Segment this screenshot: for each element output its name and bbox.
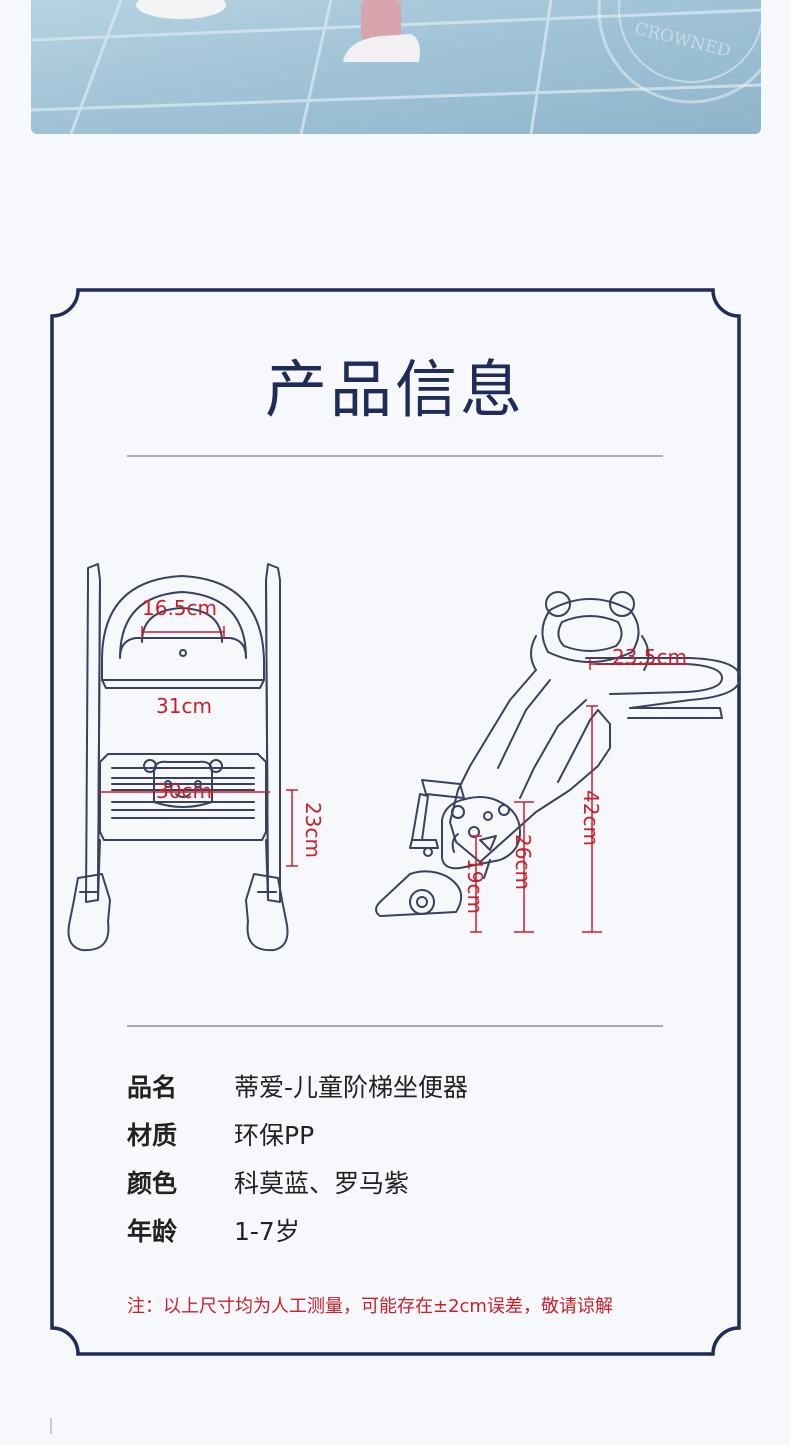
- left-foot-pad: [136, 0, 226, 19]
- dim-label-seat-width: 31cm: [156, 694, 212, 718]
- dimension-lines: [98, 626, 690, 933]
- dim-label-step-width: 30cm: [156, 779, 212, 803]
- frame-border: [50, 288, 741, 1356]
- dim-label-seat-depth: 23.5cm: [612, 645, 687, 669]
- info-value: 1-7岁: [234, 1217, 300, 1246]
- bottom-divider-mark: [50, 1418, 52, 1434]
- info-value: 科莫蓝、罗马紫: [234, 1169, 410, 1198]
- info-value: 环保PP: [234, 1121, 315, 1150]
- diagram-divider: [127, 1025, 663, 1027]
- hero-photo: CROWNED: [31, 0, 761, 134]
- info-key: 颜色: [127, 1169, 178, 1198]
- dim-label-step-height: 23cm: [301, 802, 325, 858]
- title-divider: [127, 455, 663, 457]
- front-view-drawing: [67, 563, 289, 952]
- measurement-note: 注：以上尺寸均为人工测量，可能存在±2cm误差，敬请谅解: [127, 1296, 613, 1317]
- dimension-diagram: 16.5cm 31cm 30cm 23cm 23.5cm 42cm 26cm 1…: [67, 563, 741, 952]
- dim-label-seat-inner: 16.5cm: [142, 596, 217, 620]
- info-value: 蒂爱-儿童阶梯坐便器: [234, 1073, 469, 1102]
- side-view-drawing: [375, 591, 741, 917]
- dim-label-total-height: 42cm: [579, 790, 603, 846]
- pink-leg: [361, 0, 401, 40]
- right-foot-pad: [343, 34, 420, 62]
- dim-label-lower-step: 19cm: [463, 858, 487, 914]
- info-key: 材质: [127, 1121, 178, 1150]
- info-key: 年龄: [127, 1217, 178, 1246]
- section-title: 产品信息: [264, 353, 525, 426]
- info-key: 品名: [127, 1073, 178, 1102]
- hero-photo-illustration: CROWNED: [31, 0, 761, 134]
- dim-label-upper-step: 26cm: [511, 834, 535, 890]
